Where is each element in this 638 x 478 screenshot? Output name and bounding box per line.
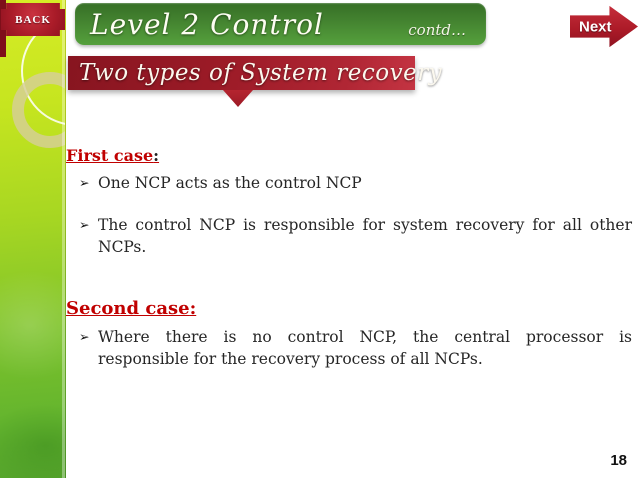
next-button-label: Next [579,18,612,35]
next-button[interactable]: Next [570,5,638,48]
second-case-heading-colon: : [189,298,197,319]
bullet-text: NCPs. [98,238,147,256]
first-case-heading: First case: [66,146,632,166]
sidebar-edge [62,0,65,478]
first-case-heading-text: First case [66,146,154,165]
sidebar-decoration [0,0,66,478]
arrowhead-bullet-icon: ➢ [79,175,90,190]
second-case-heading: Second case: [66,298,632,320]
list-item: ➢ The control NCP is responsible for sys… [66,214,632,258]
down-arrow-icon [223,90,253,107]
title-bar: Level 2 Control contd… [75,3,486,45]
sidebar-shadow [0,390,65,478]
first-case-heading-colon: : [153,146,160,165]
contd-label: contd… [408,21,466,39]
slide-body: First case: ➢ One NCP acts as the contro… [66,146,632,370]
back-button[interactable]: BACK [1,3,65,36]
page-number: 18 [610,452,627,469]
section-banner-title: Two types of System recovery [79,60,443,86]
bullet-text: One NCP acts as the control NCP [98,174,362,192]
ring-ornament-icon [12,72,65,148]
bullet-text: responsible for the recovery process of … [98,350,483,368]
arrowhead-bullet-icon: ➢ [79,217,90,232]
back-button-label: BACK [15,13,51,26]
second-case-heading-text: Second case [66,298,190,319]
bullet-text: Where there is no control NCP, the centr… [98,328,632,346]
list-item: ➢ One NCP acts as the control NCP [66,172,632,194]
section-banner: Two types of System recovery [68,56,442,90]
bullet-text: The control NCP is responsible for syste… [98,216,632,234]
list-item: ➢ Where there is no control NCP, the cen… [66,326,632,370]
arrowhead-bullet-icon: ➢ [79,329,90,344]
page-title: Level 2 Control [90,8,324,41]
sidebar-highlight [0,250,65,400]
